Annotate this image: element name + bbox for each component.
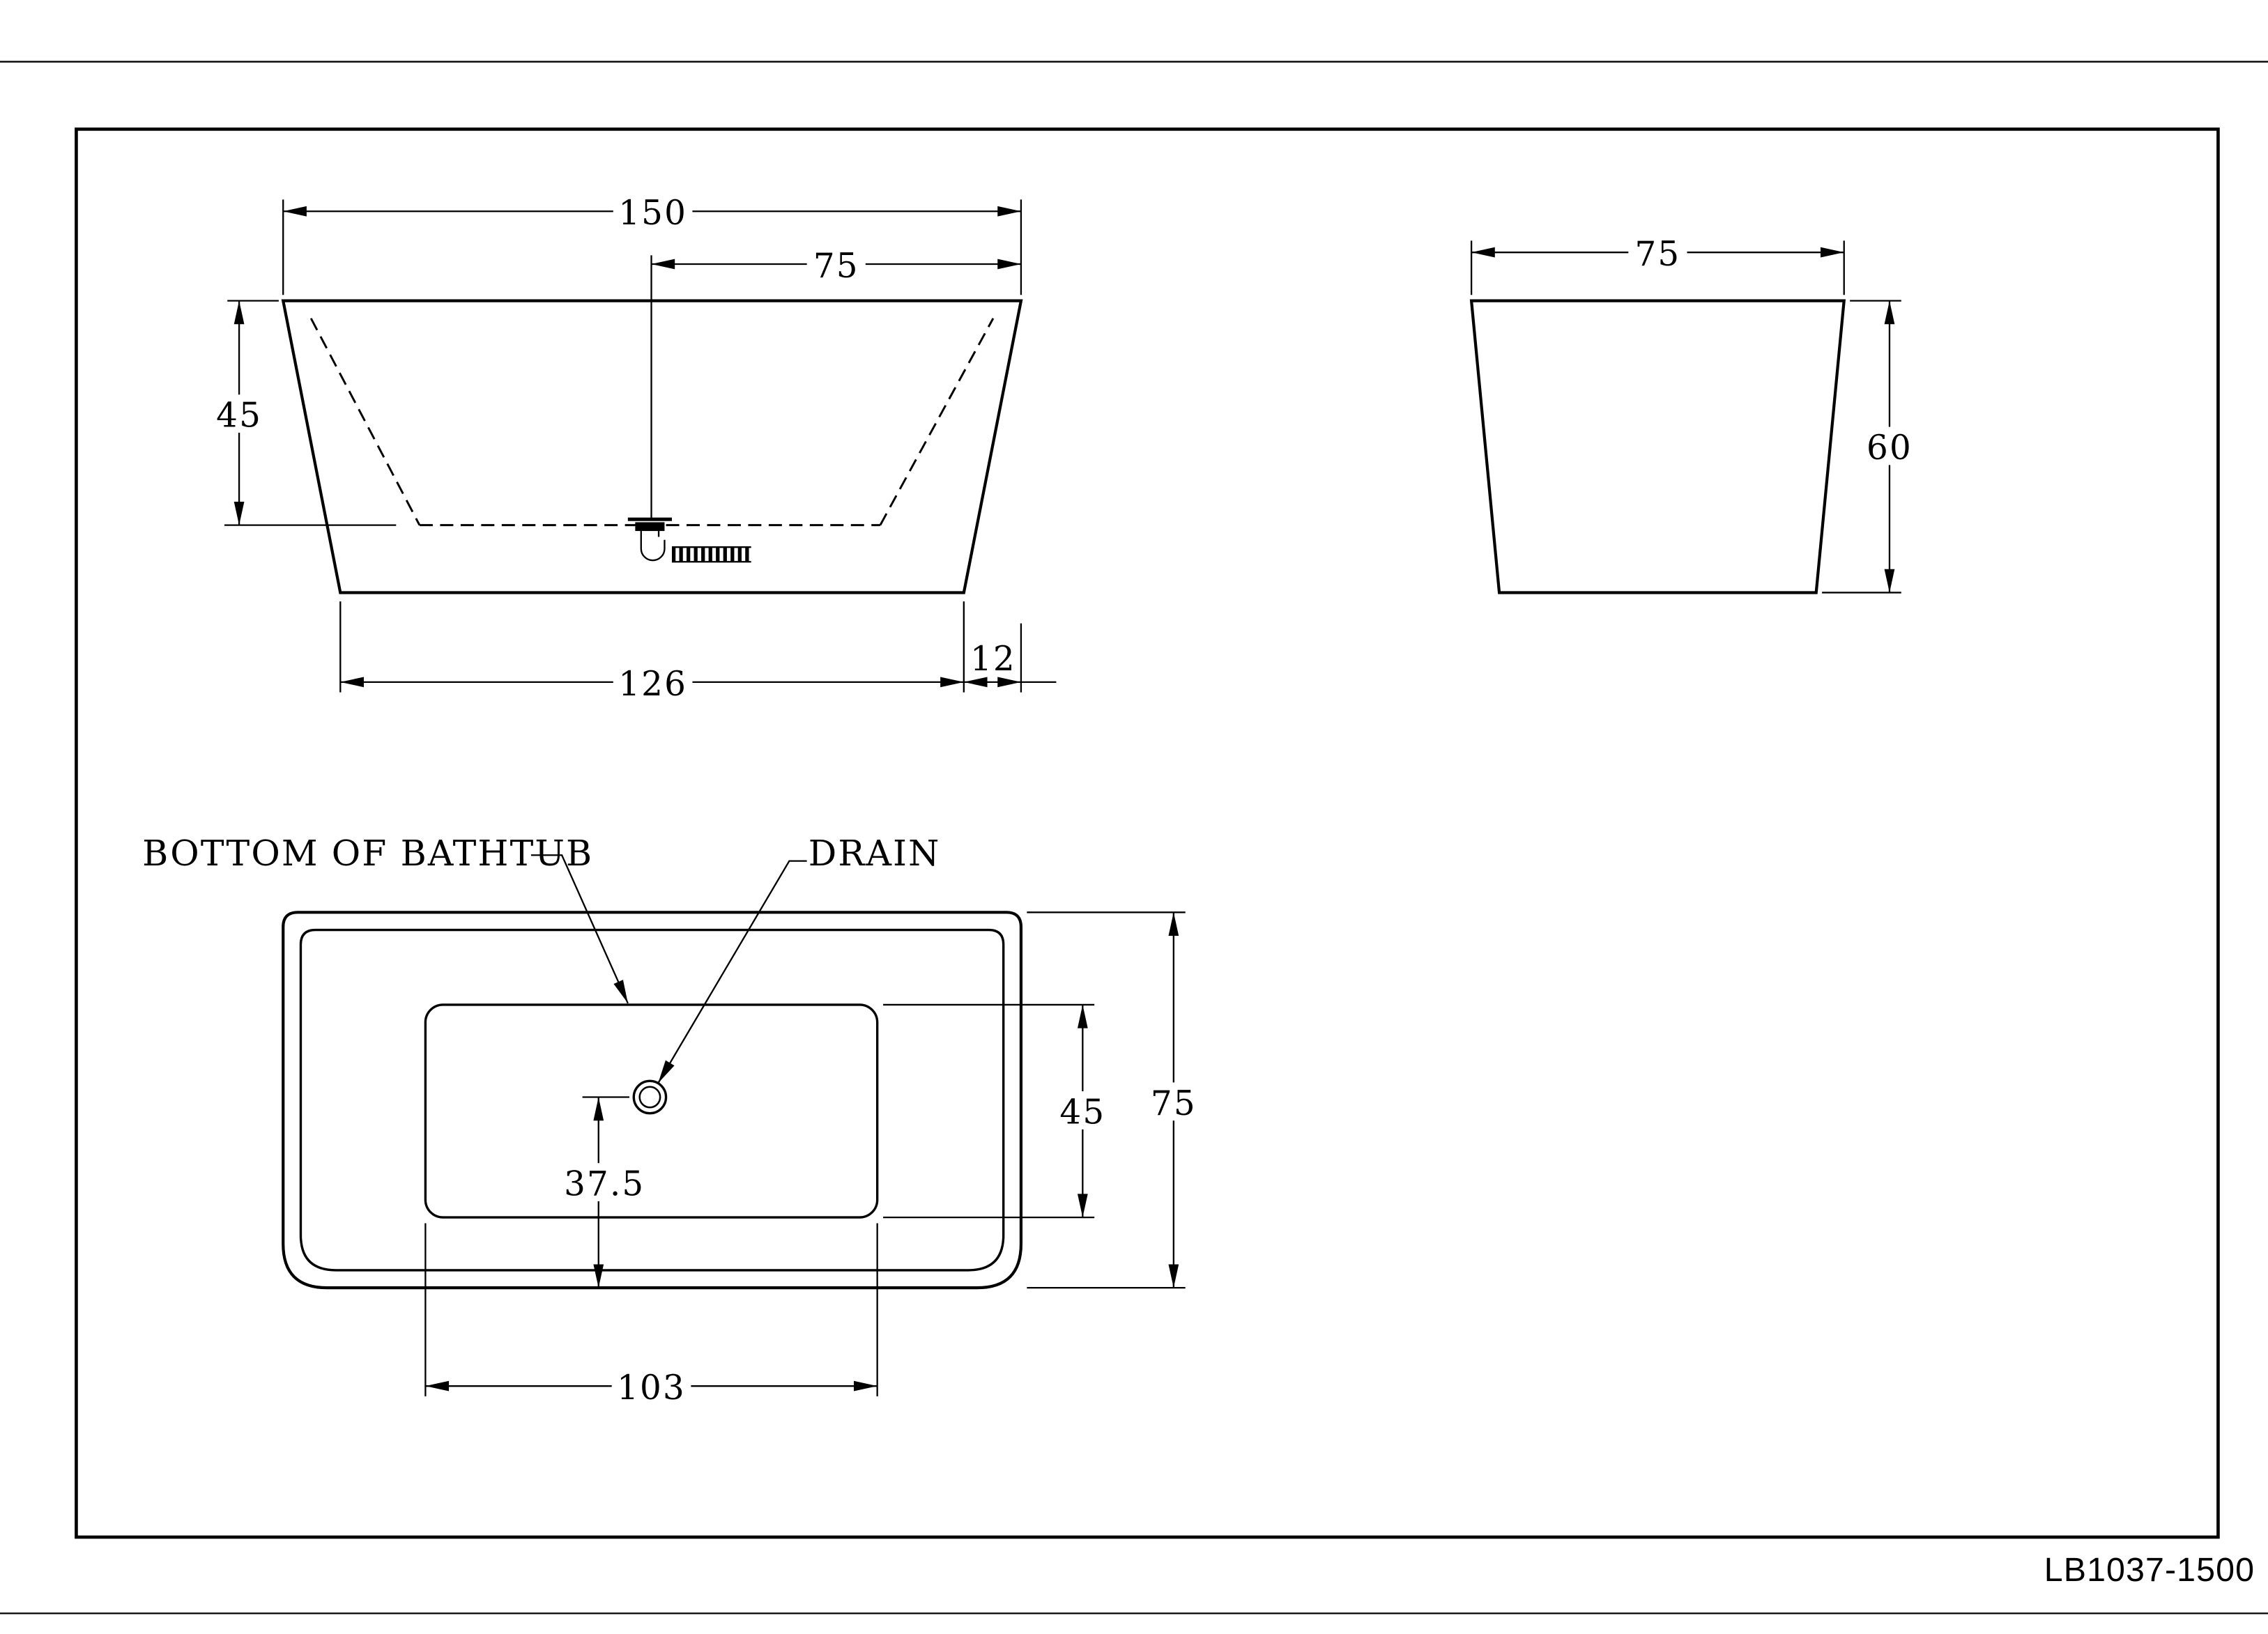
arrowhead xyxy=(1077,1194,1088,1218)
dim-value: 126 xyxy=(618,665,687,704)
dim-value: 75 xyxy=(1635,235,1681,274)
dim-value: 45 xyxy=(216,396,262,436)
dim-front-top-width: 150 xyxy=(282,192,1022,295)
dim-front-rim-offset: 12 xyxy=(963,623,1057,693)
dim-text-mask xyxy=(613,663,693,702)
arrowhead xyxy=(853,1380,878,1392)
plan-view: BOTTOM OF BATHTUB DRAIN 45 xyxy=(142,833,1203,1408)
drawing-border xyxy=(75,128,2220,1539)
arrowhead xyxy=(233,501,245,525)
callout-drain: DRAIN xyxy=(657,833,941,1084)
dim-text-mask xyxy=(1053,1091,1112,1130)
dim-value: 37.5 xyxy=(564,1165,645,1204)
side-view: 75 60 xyxy=(1469,233,1920,594)
p-trap xyxy=(640,537,666,562)
arrowhead xyxy=(1168,1264,1179,1288)
bottom-of-bathtub-label: BOTTOM OF BATHTUB xyxy=(142,833,593,874)
arrowhead xyxy=(940,677,964,688)
dim-plan-basin-width: 45 xyxy=(883,1003,1112,1219)
dim-text-mask xyxy=(1144,1082,1203,1121)
dim-value: 150 xyxy=(618,194,687,233)
bathtub-bottom-outline xyxy=(424,1003,879,1219)
arrowhead xyxy=(1471,247,1495,258)
dim-front-half-width: 75 xyxy=(651,245,1021,286)
arrowhead xyxy=(1884,300,1895,325)
inner-wall-left-hidden-line xyxy=(309,318,421,526)
dim-text-mask xyxy=(558,1163,650,1201)
sheet-frame: LB1037-1500 xyxy=(0,61,2268,1614)
drain-outer-circle xyxy=(632,1079,668,1115)
front-view: 150 75 45 126 xyxy=(209,192,1057,704)
arrowhead xyxy=(963,677,988,688)
tub-plan-outer-rim xyxy=(282,911,1023,1290)
dim-front-depth: 45 xyxy=(209,300,397,526)
callout-bottom-of-bathtub: BOTTOM OF BATHTUB xyxy=(142,833,629,1004)
dim-text-mask xyxy=(1628,233,1687,272)
arrowhead xyxy=(997,259,1021,270)
dim-value: 60 xyxy=(1867,429,1913,468)
dim-value: 75 xyxy=(1151,1084,1197,1123)
tub-side-outline xyxy=(1469,299,1846,594)
dim-value: 103 xyxy=(617,1369,686,1408)
arrowhead xyxy=(593,1097,604,1121)
dim-plan-drain-offset: 37.5 xyxy=(558,1096,650,1288)
leader-line xyxy=(657,860,807,1084)
dim-side-width: 75 xyxy=(1470,233,1845,295)
dim-text-mask xyxy=(611,1366,691,1405)
dim-front-bottom-width: 126 xyxy=(339,601,965,704)
dim-side-height: 60 xyxy=(1822,300,1920,594)
dim-plan-overall-width: 75 xyxy=(1027,911,1203,1289)
dim-text-mask xyxy=(209,394,269,433)
arrowhead xyxy=(233,300,245,325)
arrowhead xyxy=(651,259,675,270)
tub-plan-inner-rim xyxy=(299,928,1005,1272)
arrowhead xyxy=(1821,247,1844,258)
dim-text-mask xyxy=(1860,426,1920,465)
arrowhead xyxy=(340,677,364,688)
drain-inner-circle xyxy=(638,1086,661,1109)
arrowhead xyxy=(593,1264,604,1288)
arrowhead xyxy=(997,677,1021,688)
dim-text-mask xyxy=(806,245,866,284)
dim-value: 75 xyxy=(813,247,859,286)
arrowhead xyxy=(283,206,307,217)
model-code: LB1037-1500 xyxy=(2044,1551,2255,1589)
dim-plan-basin-length: 103 xyxy=(424,1223,878,1408)
drain-waste-assembly xyxy=(627,255,751,563)
dim-value: 12 xyxy=(970,640,1016,679)
arrowhead xyxy=(1884,569,1895,593)
arrowhead xyxy=(997,206,1021,217)
arrowhead xyxy=(425,1380,450,1392)
dim-value: 45 xyxy=(1059,1093,1105,1132)
drain-body xyxy=(635,522,665,532)
leader-arrowhead xyxy=(613,980,628,1003)
inner-wall-right-hidden-line xyxy=(879,318,995,526)
leader-arrowhead xyxy=(658,1060,675,1084)
dim-text-mask xyxy=(613,192,693,231)
arrowhead xyxy=(1168,912,1179,936)
leader-line xyxy=(530,854,629,1004)
drain-label: DRAIN xyxy=(809,833,941,874)
arrowhead xyxy=(1077,1004,1088,1028)
